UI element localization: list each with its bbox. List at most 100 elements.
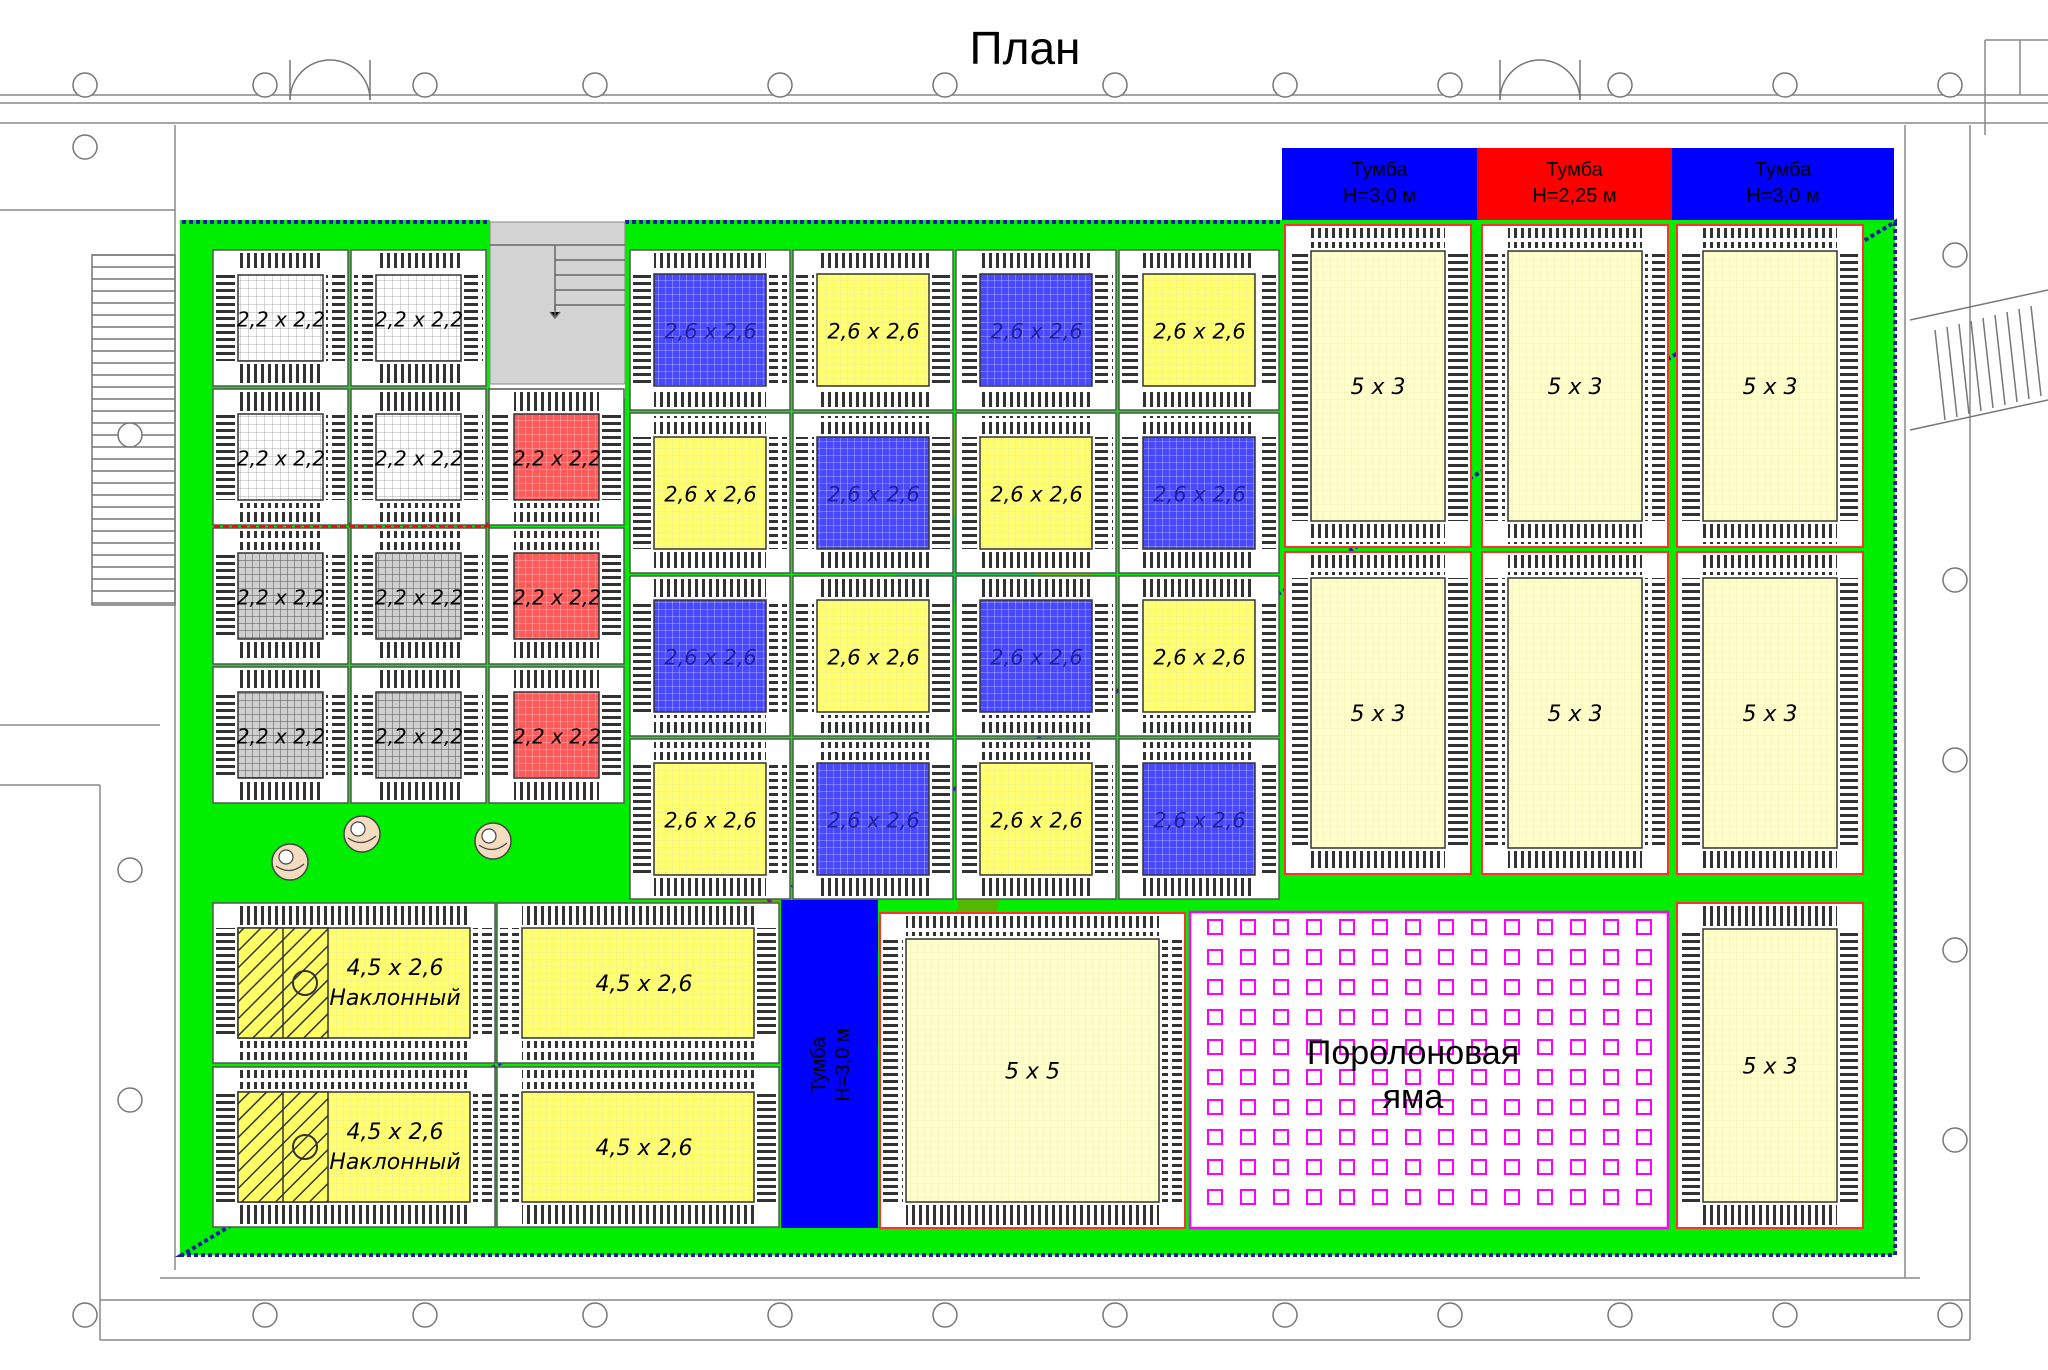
small-trampoline-label: 2,2 x 2,2 (237, 725, 325, 749)
foam-cube (1273, 1069, 1289, 1085)
foam-cube (1471, 1099, 1487, 1115)
foam-cube (1207, 949, 1223, 965)
long-trampoline-sublabel: Наклонный (329, 986, 460, 1011)
foam-cube (1570, 1009, 1586, 1025)
pedestal-label: Тумба (1755, 159, 1812, 181)
foam-cube (1372, 1129, 1388, 1145)
small-trampoline-label: 2,2 x 2,2 (237, 447, 325, 471)
medium-trampoline: 2,6 x 2,6 (955, 412, 1117, 574)
foam-cube (1306, 979, 1322, 995)
foam-cube (1570, 1129, 1586, 1145)
foam-cube (1339, 1039, 1355, 1055)
foam-cube (1372, 979, 1388, 995)
foam-cube (1537, 1069, 1553, 1085)
foam-cube (1207, 1009, 1223, 1025)
foam-cube (1405, 979, 1421, 995)
medium-trampoline-label: 2,6 x 2,6 (664, 646, 757, 670)
column (1607, 72, 1633, 98)
foam-cube (1438, 1189, 1454, 1205)
foam-cube (1570, 949, 1586, 965)
foam-cube (1306, 1159, 1322, 1175)
foam-cube (1405, 1009, 1421, 1025)
column (932, 1302, 958, 1328)
foam-cube (1438, 979, 1454, 995)
foam-cube (1306, 919, 1322, 935)
foam-cube (1504, 1009, 1520, 1025)
column (1937, 1302, 1963, 1328)
medium-trampoline-label: 2,6 x 2,6 (827, 320, 920, 344)
foam-cube (1207, 1069, 1223, 1085)
column (412, 1302, 438, 1328)
column (252, 1302, 278, 1328)
foam-cube (1471, 1159, 1487, 1175)
column (1942, 1127, 1968, 1153)
foam-cube (1438, 1039, 1454, 1055)
column (932, 72, 958, 98)
foam-cube (1207, 979, 1223, 995)
foam-cube (1240, 1009, 1256, 1025)
medium-trampoline-label: 2,6 x 2,6 (990, 483, 1083, 507)
foam-cube (1240, 1159, 1256, 1175)
foam-cube (1438, 949, 1454, 965)
medium-trampoline: 2,6 x 2,6 (1118, 412, 1280, 574)
pedestal-height: H=2,25 м (1532, 185, 1616, 207)
staircase (489, 221, 626, 385)
foam-pit-label-line1: Поролоновая (1307, 1034, 1519, 1072)
medium-trampoline-label: 2,6 x 2,6 (827, 809, 920, 833)
column (117, 422, 143, 448)
column (767, 1302, 793, 1328)
medium-trampoline-label: 2,6 x 2,6 (1153, 809, 1246, 833)
foam-cube (1240, 1189, 1256, 1205)
large-trampoline-label: 5 x 3 (1743, 375, 1798, 400)
foam-cube (1537, 1009, 1553, 1025)
medium-trampoline-label: 2,6 x 2,6 (1153, 320, 1246, 344)
foam-cube (1273, 919, 1289, 935)
column (1772, 1302, 1798, 1328)
medium-trampoline-label: 2,6 x 2,6 (990, 320, 1083, 344)
foam-cube (1537, 1039, 1553, 1055)
medium-trampoline-label: 2,6 x 2,6 (990, 809, 1083, 833)
ramp-icon (292, 970, 318, 996)
large-trampoline: 5 x 3 (1676, 551, 1864, 875)
foam-cube (1504, 979, 1520, 995)
long-trampoline-label: 4,5 x 2,6 (347, 956, 444, 981)
medium-trampoline-label: 2,6 x 2,6 (664, 483, 757, 507)
foam-cube (1273, 1009, 1289, 1025)
long-trampoline-label: 4,5 x 2,6 (347, 1120, 444, 1145)
foam-cube (1537, 1159, 1553, 1175)
foam-cube (1504, 1159, 1520, 1175)
foam-cube (1306, 1069, 1322, 1085)
small-trampoline: 2,2 x 2,2 (350, 666, 487, 804)
column (412, 72, 438, 98)
pedestal-label: Тумба (1546, 159, 1603, 181)
small-trampoline: 2,2 x 2,2 (212, 666, 349, 804)
small-trampoline: 2,2 x 2,2 (488, 527, 625, 665)
foam-cube (1207, 1159, 1223, 1175)
medium-trampoline-label: 2,6 x 2,6 (827, 646, 920, 670)
plan-title: План (970, 22, 1081, 74)
side-ramp (1909, 289, 2048, 431)
foam-cube (1240, 1099, 1256, 1115)
foam-cube (1240, 1069, 1256, 1085)
column (1437, 1302, 1463, 1328)
medium-trampoline: 2,6 x 2,6 (792, 412, 954, 574)
foam-cube (1240, 919, 1256, 935)
foam-cube (1240, 1039, 1256, 1055)
column (582, 1302, 608, 1328)
foam-cube (1603, 1129, 1619, 1145)
medium-trampoline-label: 2,6 x 2,6 (990, 646, 1083, 670)
foam-cube (1207, 1099, 1223, 1115)
long-trampoline-sublabel: Наклонный (329, 1150, 460, 1175)
foam-cube (1636, 1009, 1652, 1025)
entrance-doors (289, 59, 1581, 101)
foam-cube (1273, 1129, 1289, 1145)
foam-cube (1504, 919, 1520, 935)
foam-cube (1504, 949, 1520, 965)
large-trampoline: 5 x 3 (1284, 551, 1472, 875)
pedestal-label: Тумба (1351, 159, 1408, 181)
foam-cube (1603, 1069, 1619, 1085)
